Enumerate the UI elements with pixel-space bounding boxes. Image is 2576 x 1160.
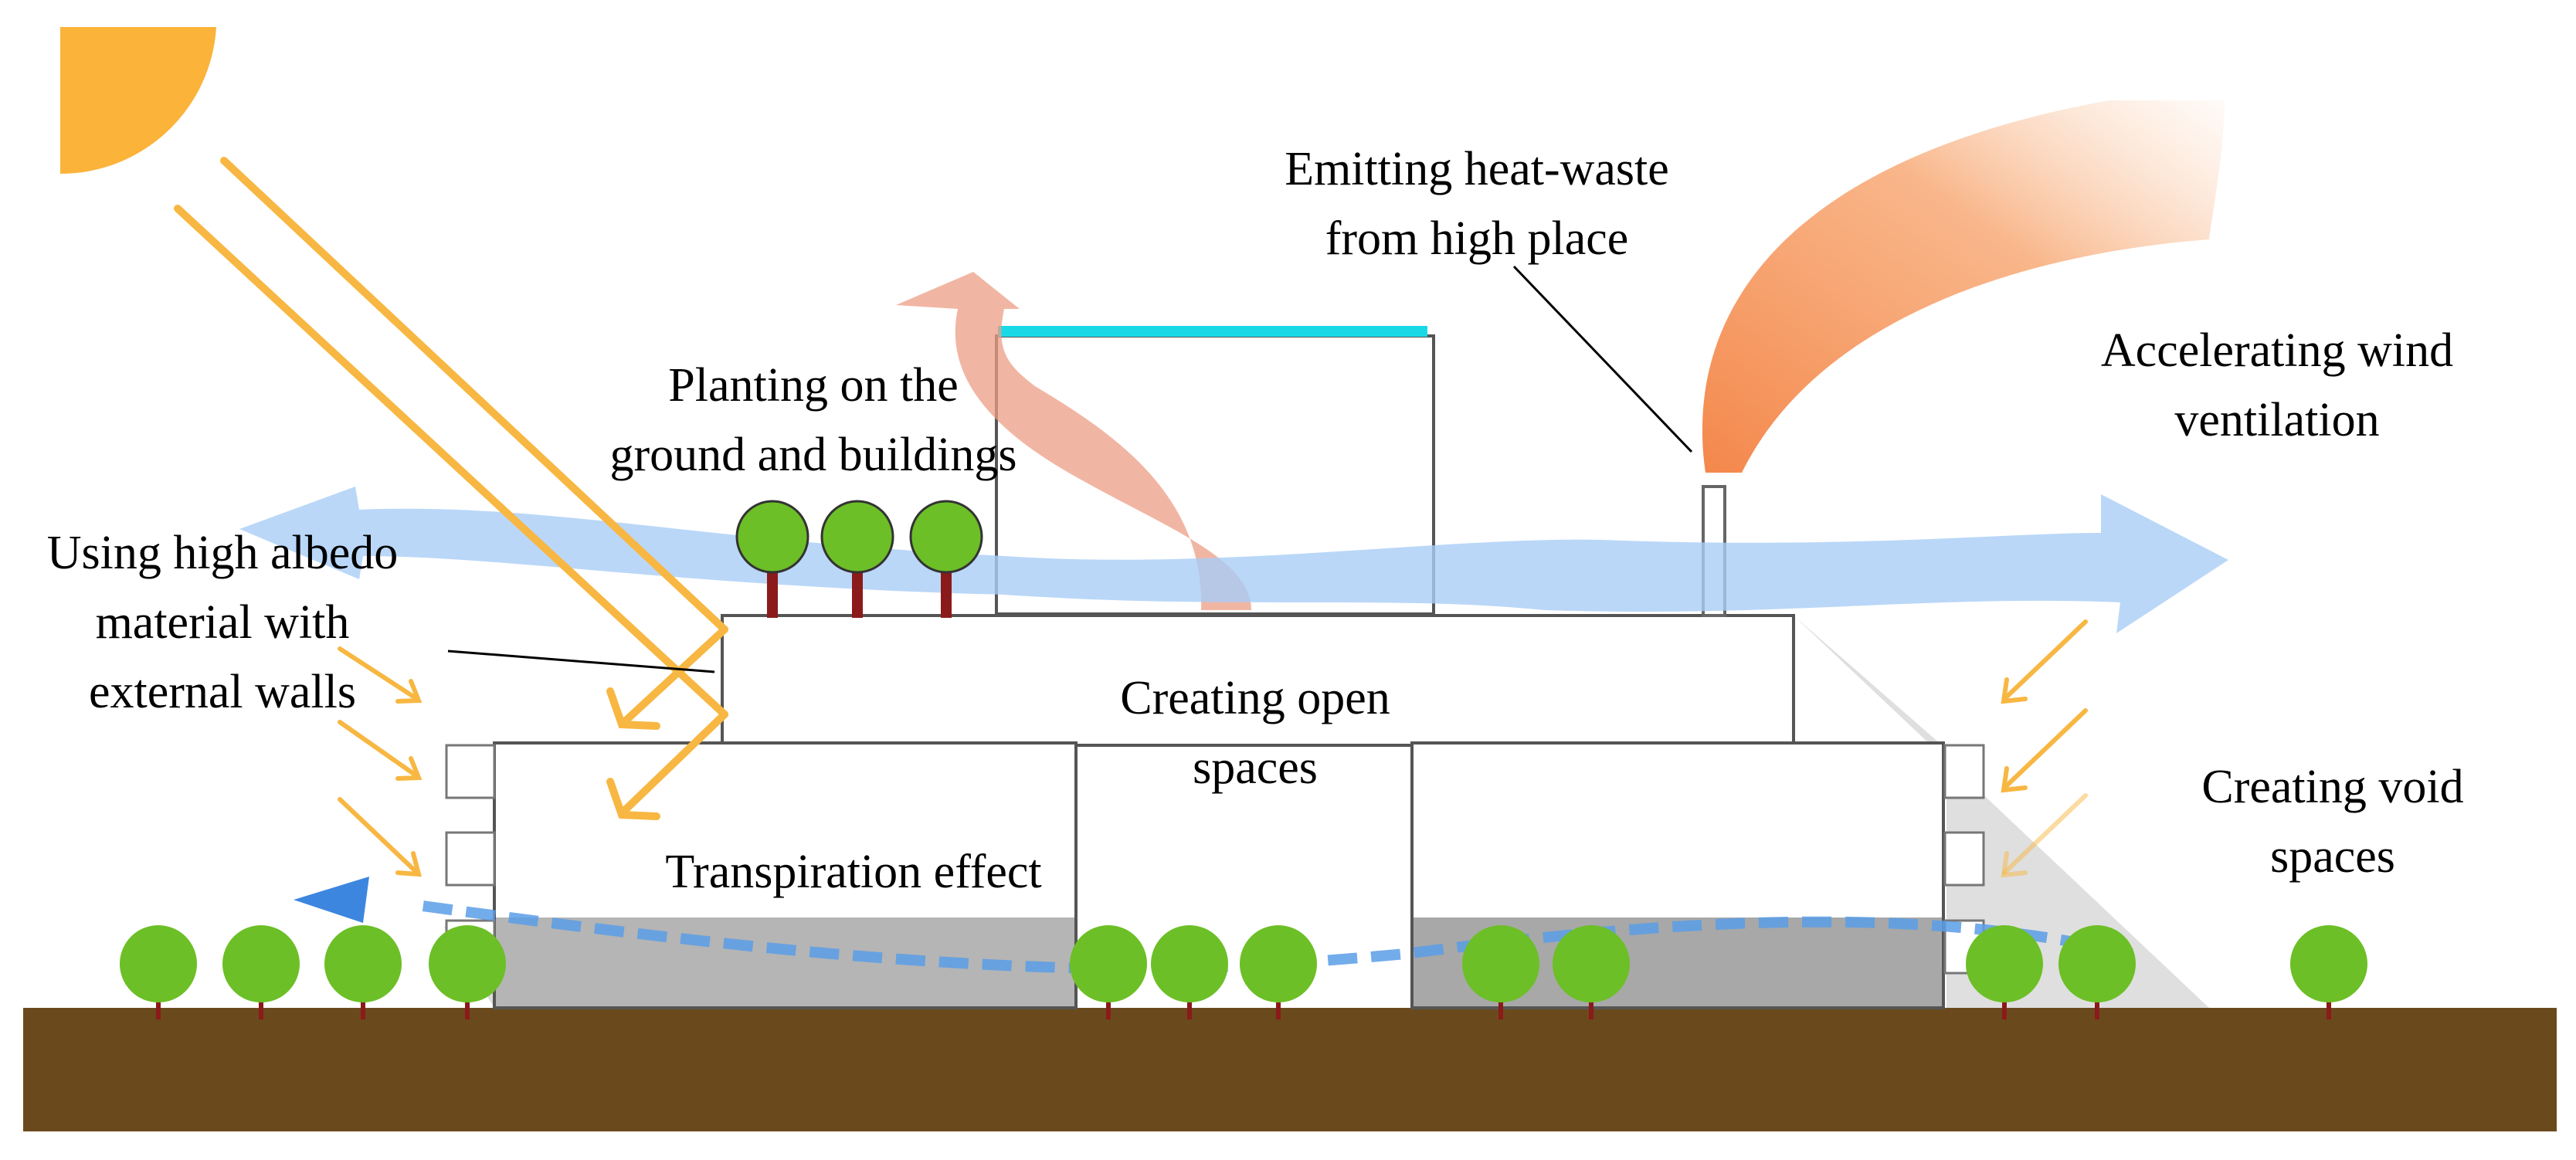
lower-left-shade xyxy=(496,917,1074,1006)
ground-tree-canopy xyxy=(222,925,300,1002)
ground-trees xyxy=(120,925,2367,1019)
ground-tree-canopy xyxy=(2058,925,2136,1002)
ground-tree-trunk xyxy=(156,992,161,1019)
ground-tree-canopy xyxy=(120,925,197,1002)
ground-tree-trunk xyxy=(361,992,365,1019)
ground-tree-trunk xyxy=(465,992,470,1019)
label-albedo-line3: external walls xyxy=(88,665,357,718)
sun-icon xyxy=(60,27,216,175)
label-wind: Accelerating wind ventilation xyxy=(2101,317,2453,456)
middle-podium xyxy=(721,614,1795,747)
void-space-shade xyxy=(1794,616,2209,1008)
label-heat-waste-line2: from high place xyxy=(1325,212,1629,265)
label-heat-waste-line1: Emitting heat-waste xyxy=(1285,143,1669,195)
ground-tree-canopy xyxy=(1966,925,2043,1002)
roof-water-pond xyxy=(998,326,1427,337)
label-open-spaces: Creating open spaces xyxy=(1120,664,1390,803)
label-void-spaces: Creating void spaces xyxy=(2201,753,2463,892)
breeze-arrowhead xyxy=(294,877,369,923)
ground-tree-trunk xyxy=(1187,992,1192,1019)
label-albedo-line1: Using high albedo xyxy=(46,527,399,579)
right-heat-arrows xyxy=(2001,619,2088,878)
ground-tree-trunk xyxy=(1589,992,1593,1019)
ground-tree-canopy xyxy=(1070,925,1147,1002)
label-void-spaces-line2: spaces xyxy=(2270,829,2395,883)
wind-ventilation-arrow xyxy=(239,487,2228,633)
roof-trees xyxy=(735,500,983,618)
leader-lines xyxy=(447,265,1693,673)
label-albedo-line2: material with xyxy=(95,595,350,649)
ground-tree-trunk xyxy=(259,992,263,1019)
label-open-spaces-line2: spaces xyxy=(1193,741,1318,794)
rising-air-arrow xyxy=(896,272,1251,610)
label-transpiration: Transpiration effect xyxy=(665,846,1042,898)
ground-tree-trunk xyxy=(2002,992,2007,1019)
label-void-spaces-line1: Creating void xyxy=(2201,761,2464,813)
ground-tree-canopy xyxy=(1240,925,1317,1002)
ground-tree-trunk xyxy=(2327,992,2331,1019)
ground-tree-trunk xyxy=(1498,992,1503,1019)
label-open-spaces-line1: Creating open xyxy=(1120,672,1390,724)
heat-waste-plume xyxy=(1702,100,2225,473)
label-heat-waste: Emitting heat-waste from high place xyxy=(1285,135,1669,274)
label-albedo: Using high albedo material with external… xyxy=(47,519,399,728)
label-planting-line2: ground and buildings xyxy=(609,428,1017,481)
ground-tree-canopy xyxy=(429,925,506,1002)
ground-tree-canopy xyxy=(1151,925,1228,1002)
ground-tree-trunk xyxy=(1106,992,1111,1019)
label-wind-line1: Accelerating wind xyxy=(2100,324,2454,377)
label-planting: Planting on the ground and buildings xyxy=(610,351,1017,490)
ground-tree-canopy xyxy=(1462,925,1539,1002)
label-wind-line2: ventilation xyxy=(2174,393,2380,446)
ground-tree-canopy xyxy=(324,925,402,1002)
ground-tree-canopy xyxy=(2290,925,2367,1002)
label-planting-line1: Planting on the xyxy=(668,359,959,412)
ground-tree-trunk xyxy=(1276,992,1281,1019)
ground xyxy=(23,1008,2557,1131)
sun-rays xyxy=(174,157,728,820)
ground-tree-canopy xyxy=(1553,925,1630,1002)
ground-tree-trunk xyxy=(2095,992,2099,1019)
left-heat-arrows xyxy=(338,646,423,877)
